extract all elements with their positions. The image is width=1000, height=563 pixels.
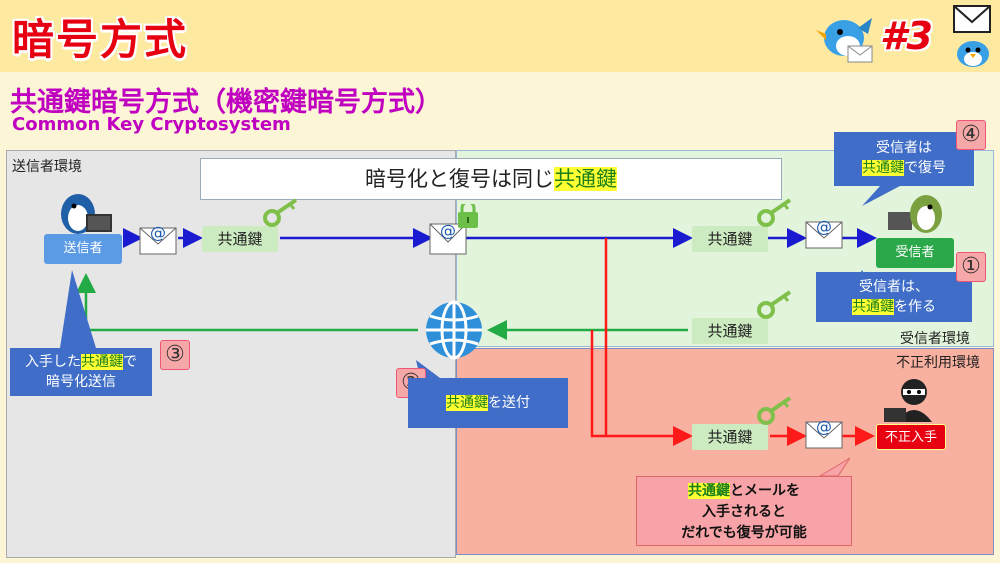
key-box-receiver-create: 共通鍵 — [692, 318, 768, 344]
step-2-key: 共通鍵 — [446, 395, 488, 411]
encrypted-mail-icon: @ — [429, 204, 478, 255]
episode-number: #3 — [880, 14, 933, 58]
mail-icon: @ — [139, 223, 177, 255]
key-icon — [757, 396, 792, 425]
mail-icon: @ — [805, 417, 843, 449]
step-1-key: 共通鍵 — [852, 299, 894, 315]
fraud-zone-label: 不正利用環境 — [896, 355, 980, 371]
callout-step-3: 入手した共通鍵で 暗号化送信 — [10, 348, 152, 396]
step-3-line2: 暗号化送信 — [46, 374, 116, 390]
warning-box: 共通鍵とメールを 入手されると だれでも復号が可能 — [636, 476, 852, 546]
step-3-key: 共通鍵 — [81, 354, 123, 370]
step-1-rest: を作る — [894, 299, 936, 315]
receiver-zone-label: 受信者環境 — [900, 331, 970, 347]
subtitle-english: Common Key Cryptosystem — [12, 114, 291, 135]
sender-penguin-icon — [61, 194, 112, 234]
sender-label: 送信者 — [44, 234, 122, 264]
key-box-sender: 共通鍵 — [202, 226, 278, 252]
page-title: 暗号方式 — [12, 15, 189, 64]
step-2-rest: を送付 — [488, 395, 530, 411]
key-icon — [263, 198, 298, 227]
callout-4-tail — [862, 186, 900, 206]
key-icon — [757, 198, 792, 227]
key-icon — [757, 290, 792, 319]
warning-key: 共通鍵 — [688, 483, 730, 499]
step-3-pre: 入手した — [25, 354, 81, 370]
step-4-line1: 受信者は — [876, 140, 932, 156]
svg-text:@: @ — [816, 417, 832, 436]
key-box-fraud: 共通鍵 — [692, 424, 768, 450]
arrow-internet-to-sender — [76, 273, 418, 332]
banner: 暗号化と復号は同じ共通鍵 — [200, 158, 782, 200]
mail-icon: @ — [805, 217, 843, 249]
warning-tail — [818, 457, 851, 477]
step-4-number: ④ — [956, 120, 986, 150]
callout-step-4: 受信者は 共通鍵で復号 — [834, 132, 974, 186]
bird-mail-icon — [816, 18, 873, 63]
key-box-receiver-decrypt: 共通鍵 — [692, 226, 768, 252]
receiver-penguin-icon — [888, 195, 942, 233]
callout-step-1: 受信者は、 共通鍵を作る — [816, 272, 972, 322]
step-3-post: で — [123, 354, 137, 370]
step-4-key: 共通鍵 — [862, 160, 904, 176]
envelope-icon — [953, 5, 991, 33]
svg-text:@: @ — [816, 217, 832, 236]
step-3-number: ③ — [160, 340, 190, 370]
warning-line1: とメールを — [730, 483, 800, 499]
arrow-intercept-key — [590, 330, 693, 446]
thief-icon — [884, 379, 932, 422]
receiver-label: 受信者 — [876, 238, 954, 268]
banner-highlight: 共通鍵 — [554, 167, 617, 191]
fraud-label: 不正入手 — [876, 424, 946, 450]
internet-globe-icon — [426, 300, 482, 360]
callout-3-tail — [60, 270, 96, 348]
step-1-line1: 受信者は、 — [859, 279, 929, 295]
banner-text: 暗号化と復号は同じ — [365, 167, 554, 191]
callout-step-2: 共通鍵を送付 — [408, 378, 568, 428]
subtitle: 共通鍵暗号方式（機密鍵暗号方式） — [10, 87, 442, 118]
bird-icon — [957, 41, 989, 67]
warning-line2: 入手されると — [702, 504, 786, 520]
step-4-rest: で復号 — [904, 160, 946, 176]
svg-text:@: @ — [440, 221, 456, 240]
step-1-number: ① — [956, 252, 986, 282]
sender-zone-label: 送信者環境 — [12, 159, 82, 175]
warning-line3: だれでも復号が可能 — [681, 525, 807, 541]
svg-text:@: @ — [150, 223, 166, 242]
